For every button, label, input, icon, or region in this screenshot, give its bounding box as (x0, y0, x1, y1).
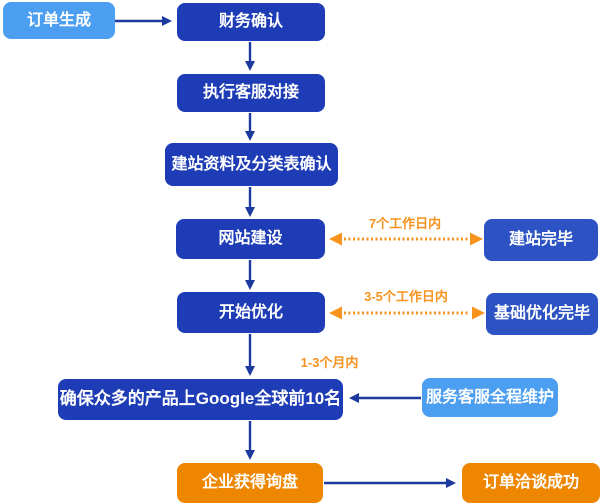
arrow-finance-to-service (245, 42, 255, 71)
node-site-build-done: 建站完毕 (484, 219, 598, 261)
node-site-build: 网站建设 (176, 219, 325, 259)
arrow-order-to-finance (115, 16, 172, 26)
dotted-arrow-optimize-done (329, 306, 485, 320)
annotation-3-5-workdays: 3-5个工作日内 (364, 289, 448, 304)
arrow-materials-to-build (245, 187, 255, 217)
node-full-maintenance: 服务客服全程维护 (422, 378, 558, 417)
node-google-top10: 确保众多的产品上Google全球前10名 (58, 379, 343, 420)
node-optimize-done: 基础优化完毕 (486, 293, 598, 335)
arrow-google-to-inquiry (245, 421, 255, 460)
arrow-build-to-optimize (245, 260, 255, 290)
node-optimize-start: 开始优化 (177, 292, 325, 333)
arrow-inquiry-to-deal (324, 478, 456, 488)
node-order-created: 订单生成 (3, 2, 115, 39)
node-finance-confirm: 财务确认 (177, 3, 325, 41)
annotation-1-3-months: 1-3个月内 (300, 355, 359, 370)
node-inquiry: 企业获得询盘 (177, 463, 323, 503)
arrow-optimize-to-google (245, 334, 255, 376)
node-site-materials: 建站资料及分类表确认 (165, 143, 338, 186)
arrow-service-to-materials (245, 113, 255, 141)
node-service-handover: 执行客服对接 (177, 74, 325, 112)
node-deal-success: 订单洽谈成功 (462, 463, 600, 503)
dotted-arrow-build-done (329, 232, 483, 246)
arrow-maintenance-to-google (349, 393, 421, 403)
annotation-7-workdays: 7个工作日内 (368, 216, 442, 231)
